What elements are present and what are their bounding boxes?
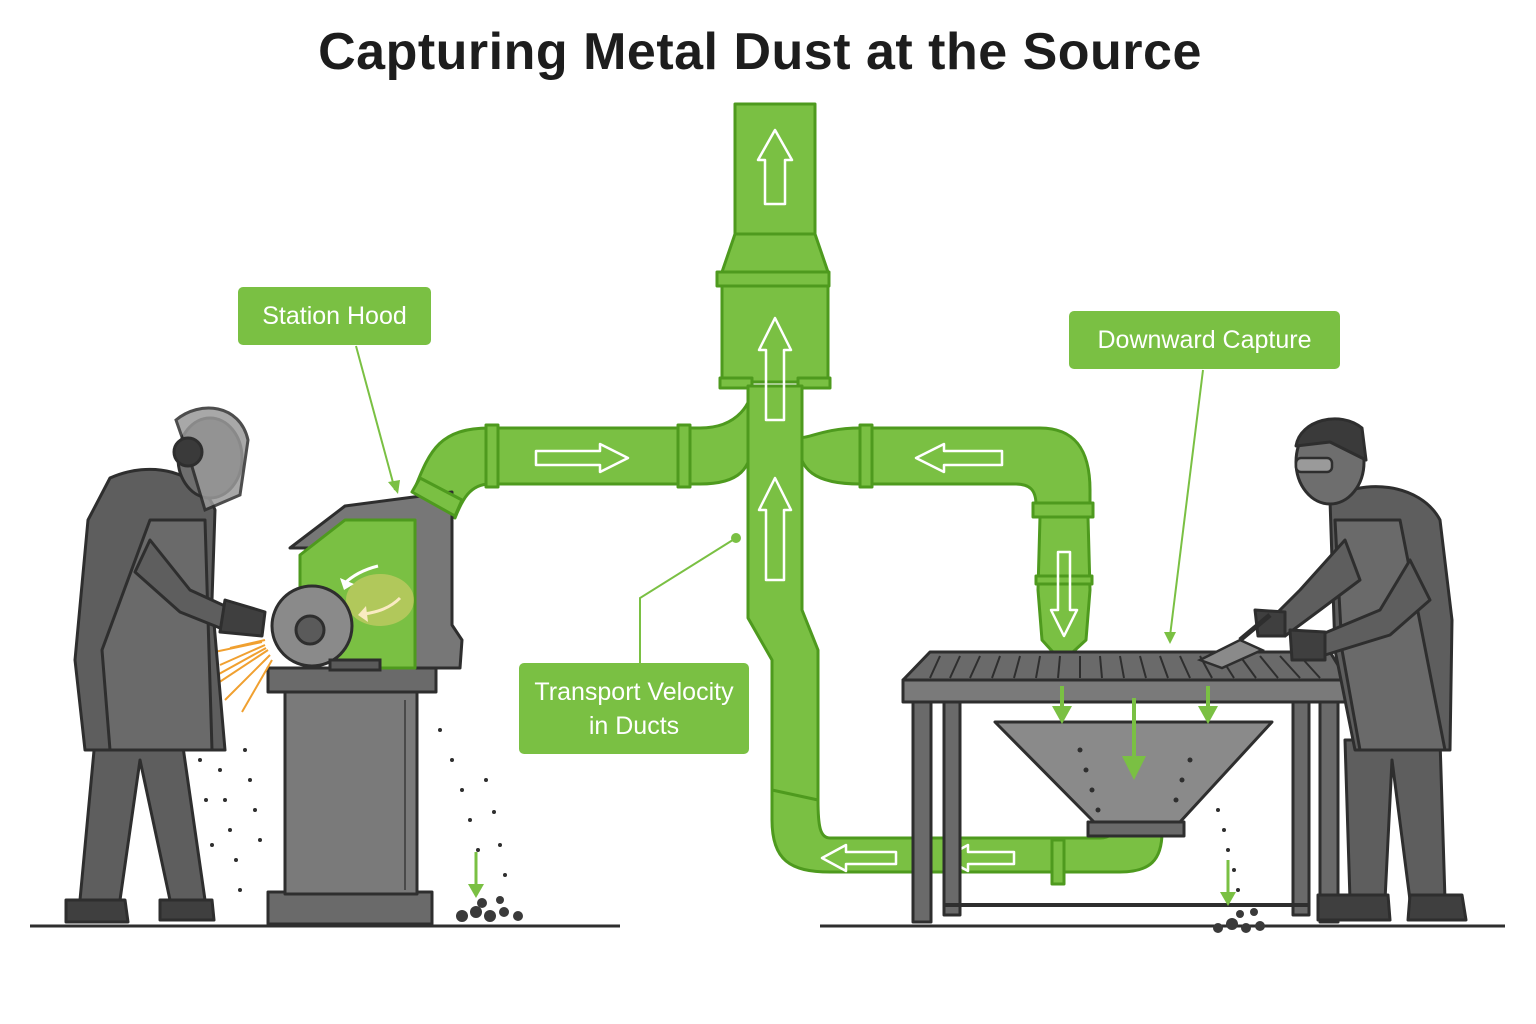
- right-drop-duct: [1036, 515, 1092, 664]
- downdraft-table: [901, 650, 1349, 924]
- stack-collar: [715, 270, 831, 288]
- riser-flange: [718, 376, 754, 390]
- worker-right-boots: [1316, 893, 1468, 922]
- hood-collar: [410, 476, 464, 518]
- left-branch-arrow-right: [534, 442, 630, 474]
- station-hood-label: Station Hood: [262, 302, 407, 330]
- worker-left-boots: [64, 898, 216, 924]
- hood-arrow-2: [363, 596, 402, 616]
- dust-pile-right: [1213, 908, 1265, 933]
- downward-capture-leader: [1169, 369, 1204, 637]
- riser-arrow-up-2: [757, 476, 793, 582]
- worker-right-legs: [1343, 738, 1447, 902]
- main-riser-upper: [720, 284, 830, 384]
- dust-pile-left: [456, 896, 523, 922]
- transport-velocity-label-line2: in Ducts: [588, 711, 680, 740]
- worker-right: [1253, 417, 1468, 922]
- transport-velocity-leader: [639, 537, 737, 664]
- right-drop-collar: [1031, 501, 1095, 519]
- pedestal-top: [266, 666, 438, 694]
- worker-left-apron: [100, 518, 214, 752]
- right-drop-flange: [1034, 574, 1094, 586]
- diagram-title: Capturing Metal Dust at the Source: [318, 23, 1202, 81]
- riser-flange-right: [796, 376, 832, 390]
- transport-velocity-label-line1: Transport Velocity: [534, 677, 734, 706]
- grinding-wheel: [270, 584, 382, 672]
- return-arrow-left-1: [820, 843, 898, 873]
- safety-glasses-icon: [1294, 456, 1334, 474]
- exhaust-stack: [733, 102, 817, 236]
- right-branch-arrow-left: [914, 442, 1004, 474]
- station-hood-leader: [355, 345, 396, 491]
- hand-tool-icon: [1196, 613, 1272, 670]
- riser-arrow-up-1: [757, 316, 793, 422]
- pedestal-base: [266, 890, 434, 926]
- hood-glow: [346, 574, 414, 626]
- downward-capture-label: Downward Capture: [1097, 326, 1312, 354]
- left-branch-flange-1: [484, 423, 500, 489]
- right-branch-flange: [858, 423, 874, 489]
- stack-arrow-up: [756, 128, 794, 206]
- table-leg-4: [1318, 698, 1340, 924]
- falling-dust-right: [1077, 747, 1246, 907]
- worker-left-legs: [78, 738, 207, 902]
- callout-station-hood: Station Hood: [238, 287, 431, 345]
- worker-left-glove: [218, 598, 267, 638]
- callout-downward-capture: Downward Capture: [1069, 311, 1340, 369]
- downdraft-arrows: [1052, 686, 1218, 780]
- worker-right-hair: [1294, 417, 1368, 462]
- hood-airflow-arrows: [340, 564, 402, 622]
- table-leg-3: [1291, 698, 1311, 917]
- table-frame: [901, 678, 1349, 704]
- pedestal-column: [283, 688, 419, 896]
- dust-arrow-left: [468, 852, 484, 898]
- callout-transport-velocity: Transport Velocity in Ducts: [519, 663, 749, 754]
- leader-lines: [355, 345, 1204, 664]
- stack-reducer: [720, 232, 830, 274]
- station-hood: [288, 476, 464, 670]
- table-leg-2: [942, 698, 962, 917]
- hopper-outlet: [1086, 820, 1186, 838]
- return-duct-flange: [1050, 838, 1066, 886]
- left-branch-flange-2: [676, 423, 692, 489]
- face-shield-icon: [172, 406, 250, 513]
- table-leg-1: [911, 698, 933, 924]
- grinder-pedestal: [266, 666, 438, 926]
- drop-arrow-down: [1049, 550, 1079, 638]
- dust-arrow-right: [1220, 860, 1236, 906]
- worker-right-glove-2: [1288, 628, 1327, 662]
- ear-muff-icon: [172, 436, 204, 468]
